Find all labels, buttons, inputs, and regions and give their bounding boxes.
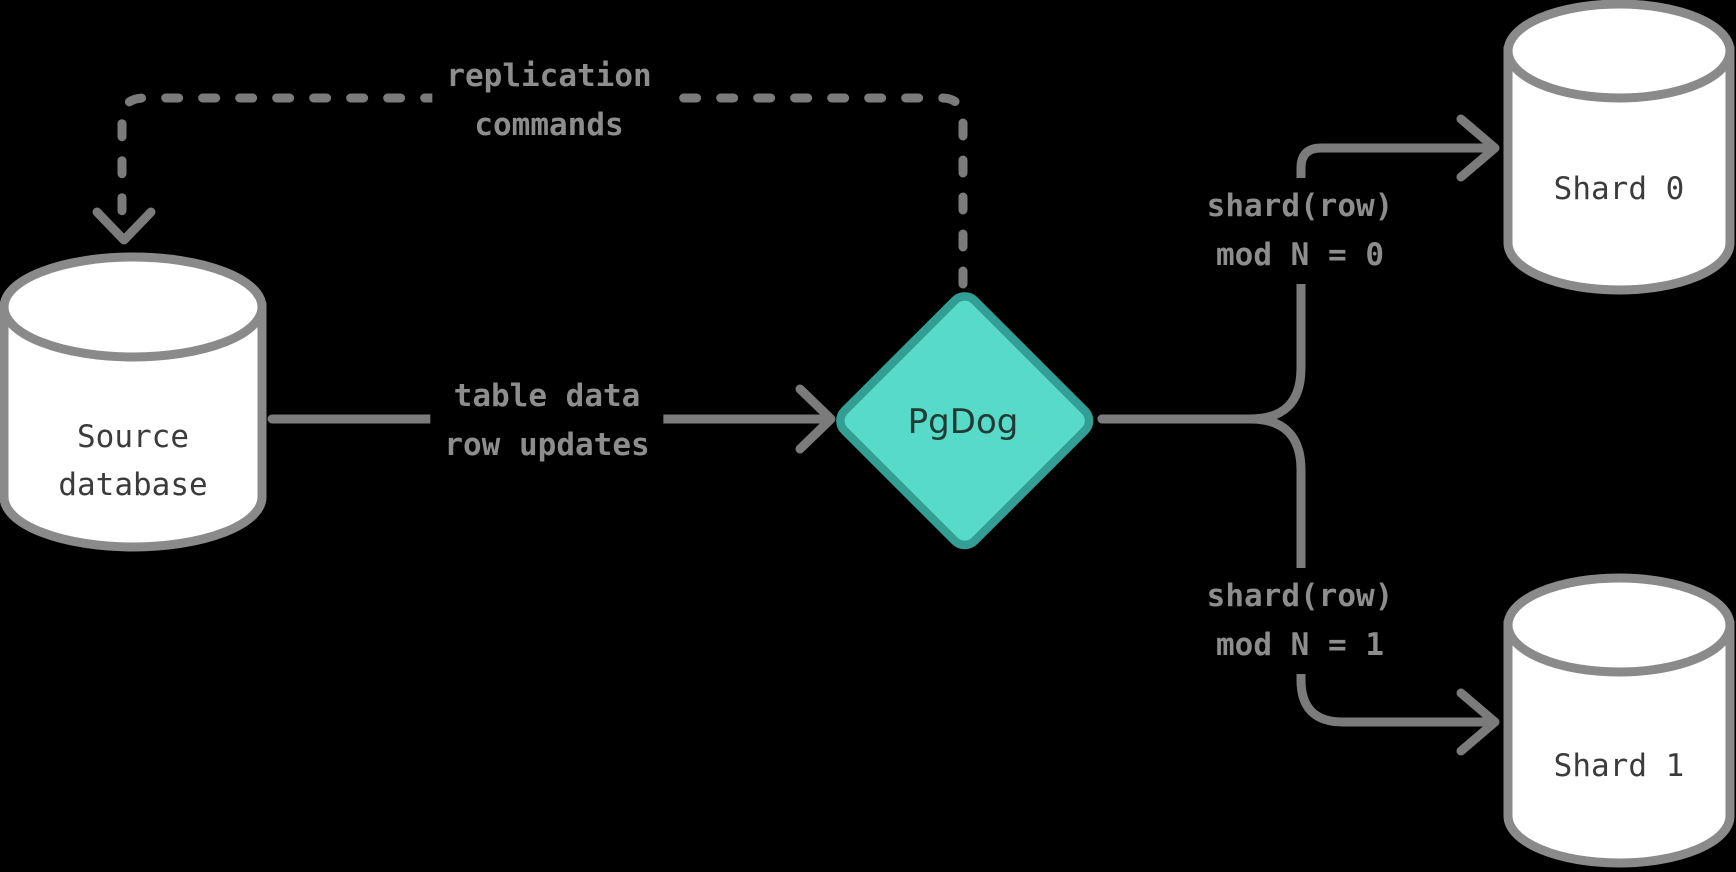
source-label-line1: Source — [77, 419, 189, 455]
source-cylinder-top — [0, 252, 267, 362]
source-database-node — [0, 252, 267, 552]
replication-label-line1: replication — [446, 58, 652, 94]
pgdog-node — [836, 292, 1094, 550]
shard1-node — [1503, 573, 1735, 868]
shard1-cylinder-body — [1503, 620, 1735, 868]
source-cylinder-body — [0, 302, 267, 552]
arrow-right-into-shard0-icon — [1456, 114, 1500, 182]
shard1-condition-line2: mod N = 1 — [1216, 627, 1384, 663]
shard1-cylinder-top — [1503, 573, 1735, 677]
shard0-condition-label: shard(row) mod N = 0 — [1192, 178, 1408, 284]
shard1-condition-label: shard(row) mod N = 1 — [1192, 568, 1408, 674]
shard0-cylinder-body — [1503, 46, 1735, 295]
source-label-line2: database — [58, 467, 208, 503]
arrow-right-into-pgdog-icon — [795, 384, 836, 454]
shard0-label: Shard 0 — [1553, 171, 1685, 207]
shard1-condition-line1: shard(row) — [1206, 578, 1394, 614]
shard1-label: Shard 1 — [1553, 748, 1685, 784]
shard0-node — [1503, 0, 1735, 295]
table-data-label-line2: row updates — [444, 427, 650, 463]
shard0-condition-line1: shard(row) — [1206, 188, 1394, 224]
edge-to-shard0 — [1097, 143, 1491, 424]
replication-label-line2: commands — [474, 107, 624, 143]
source-database-label: Source database — [58, 413, 207, 509]
replication-commands-label: replication commands — [432, 48, 666, 154]
edge-to-shard1 — [1097, 414, 1491, 727]
pgdog-label: PgDog — [907, 402, 1019, 442]
arrow-down-into-source-icon — [92, 207, 156, 245]
arrow-right-into-shard1-icon — [1456, 688, 1500, 756]
table-data-label-line1: table data — [453, 378, 641, 414]
table-data-row-updates-label: table data row updates — [430, 368, 664, 474]
shard0-condition-line2: mod N = 0 — [1216, 237, 1384, 273]
shard0-cylinder-top — [1503, 0, 1735, 103]
